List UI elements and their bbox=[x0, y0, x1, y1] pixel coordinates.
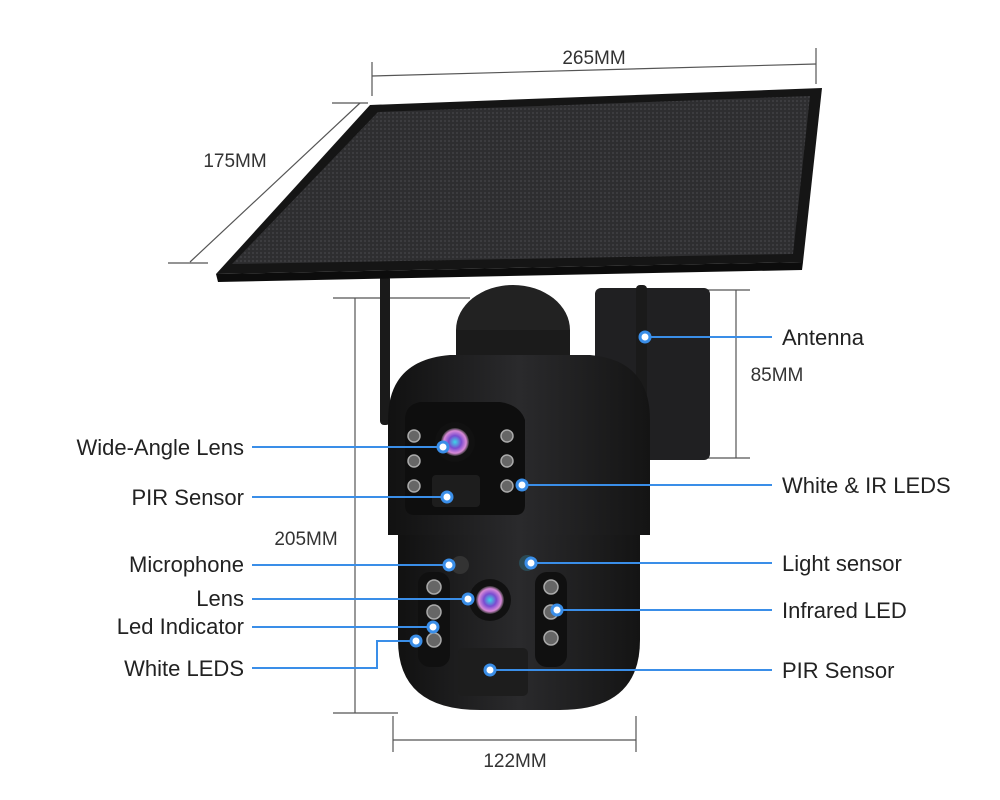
callouts-left: Wide-Angle Lens PIR Sensor Microphone Le… bbox=[76, 435, 475, 681]
microphone-grille bbox=[451, 556, 469, 574]
camera-hardware bbox=[216, 88, 822, 710]
height-label: 205MM bbox=[274, 529, 337, 550]
callout-wide-angle-lens: Wide-Angle Lens bbox=[76, 435, 244, 460]
callouts-right: Antenna White & IR LEDS Light sensor Inf… bbox=[483, 325, 951, 683]
callout-white-ir-leds: White & IR LEDS bbox=[782, 473, 951, 498]
main-lens bbox=[476, 586, 504, 614]
pir-sensor-upper bbox=[432, 475, 480, 507]
callout-pir-sensor-lower: PIR Sensor bbox=[782, 658, 895, 683]
dimension-bracket-height: 85MM bbox=[705, 289, 804, 459]
antenna-left bbox=[380, 275, 390, 425]
dimension-panel-depth: 175MM bbox=[168, 102, 368, 264]
body-width-label: 122MM bbox=[483, 751, 546, 772]
callout-antenna: Antenna bbox=[782, 325, 865, 350]
callout-light-sensor: Light sensor bbox=[782, 551, 902, 576]
callout-led-indicator: Led Indicator bbox=[117, 614, 244, 639]
dimension-body-width: 122MM bbox=[392, 716, 637, 772]
panel-width-label: 265MM bbox=[562, 48, 625, 69]
callout-lens: Lens bbox=[196, 586, 244, 611]
callout-microphone: Microphone bbox=[129, 552, 244, 577]
callout-white-leds: White LEDS bbox=[124, 656, 244, 681]
bracket-height-label: 85MM bbox=[751, 365, 804, 386]
dimension-height: 205MM bbox=[274, 297, 470, 714]
callout-infrared-led: Infrared LED bbox=[782, 598, 907, 623]
solar-panel bbox=[216, 88, 822, 282]
panel-depth-label: 175MM bbox=[203, 151, 266, 172]
callout-pir-sensor-upper: PIR Sensor bbox=[132, 485, 245, 510]
dimension-panel-width: 265MM bbox=[371, 48, 817, 96]
